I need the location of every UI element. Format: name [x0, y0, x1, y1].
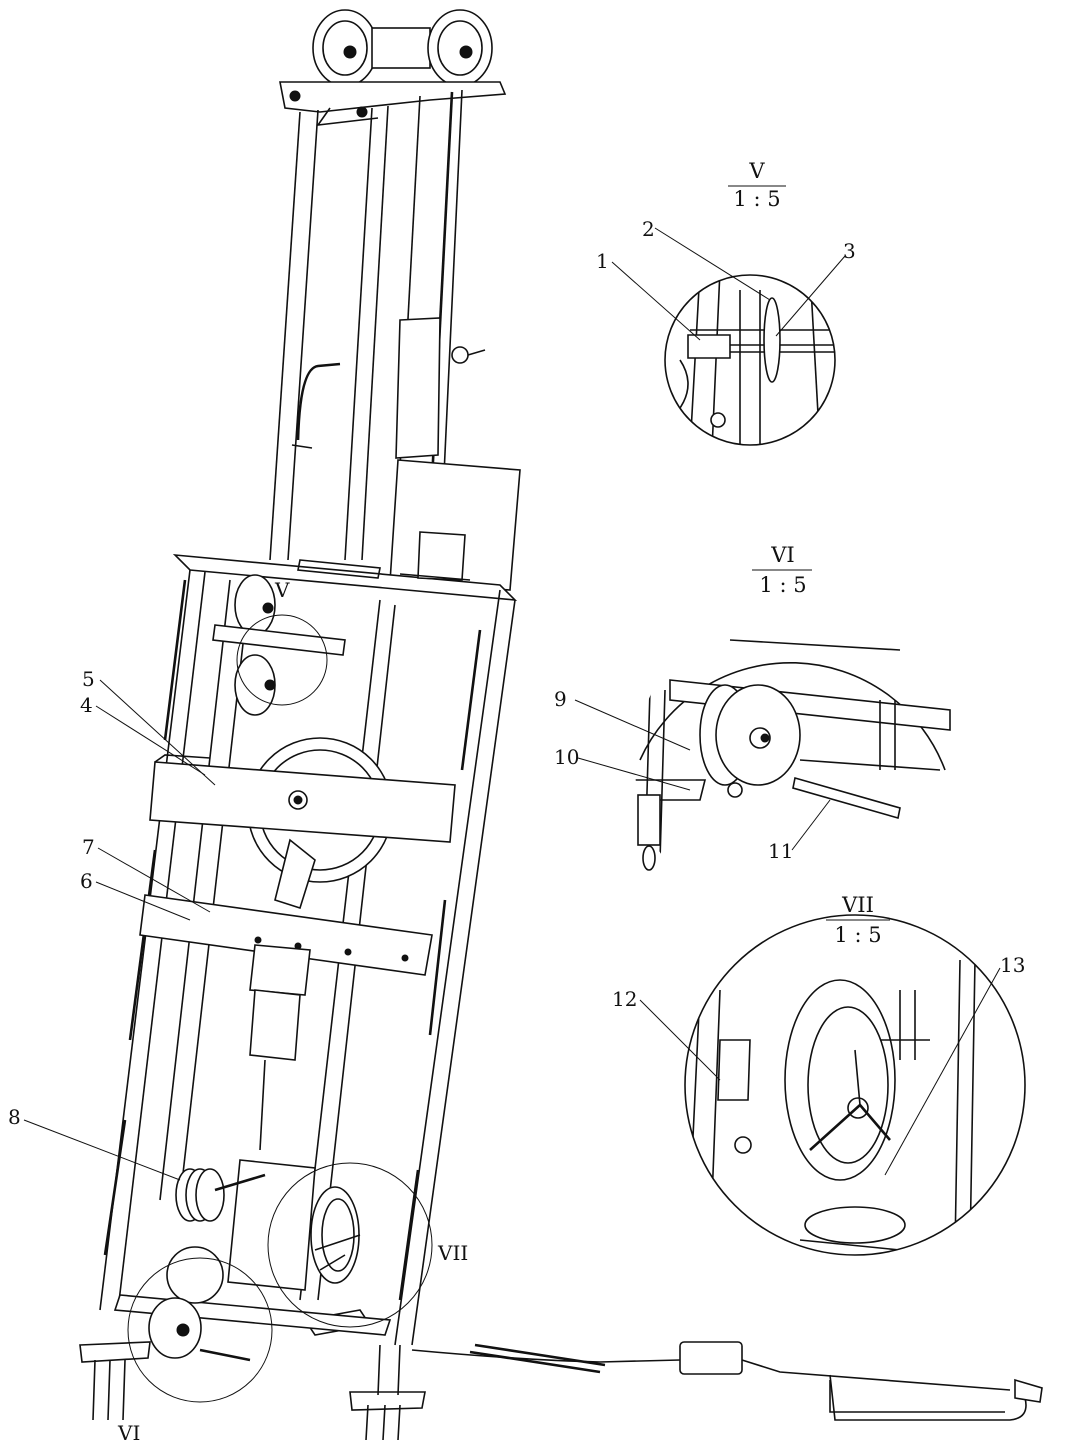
detail-vi-numeral: VI	[770, 543, 794, 567]
crossbeam-lower	[139, 894, 433, 976]
main-callouts: 5 4 7 6 8	[8, 667, 216, 1181]
callout-13: 13	[1000, 953, 1025, 977]
detail-vi-foot-post	[637, 794, 661, 846]
detail-circle-vi	[127, 1257, 273, 1403]
crossbeam-upper	[149, 754, 456, 843]
leader-7	[97, 847, 211, 913]
callout-3: 3	[843, 239, 856, 263]
leader-1	[611, 261, 701, 341]
detail-vii-scale: 1 : 5	[834, 923, 881, 947]
detail-v-content	[669, 275, 835, 445]
detail-vii-numeral: VII	[841, 893, 874, 917]
lower-pulley-stack	[175, 1168, 266, 1222]
power-cable	[411, 1341, 1043, 1421]
callout-1: 1	[596, 249, 609, 273]
leader-10	[577, 757, 691, 791]
leader-8	[23, 1119, 181, 1181]
leader-2	[654, 227, 771, 301]
motor-assembly	[227, 944, 316, 1291]
main-assembly	[79, 9, 1043, 1441]
callout-6: 6	[80, 869, 93, 893]
marker-vi: VI	[117, 1421, 140, 1445]
mast	[269, 89, 521, 591]
detail-vi-foot-tip	[642, 845, 656, 871]
detail-circle-vii	[267, 1162, 433, 1328]
leader-4	[95, 705, 206, 776]
leader-3	[775, 255, 846, 337]
leader-6	[95, 881, 191, 921]
leader-13	[884, 967, 1001, 1176]
callout-12: 12	[612, 987, 637, 1011]
leader-12	[639, 999, 721, 1081]
detail-vi-handle	[792, 776, 901, 820]
leader-11	[791, 799, 831, 851]
top-pulley-assembly	[279, 9, 507, 118]
detail-view-vi: VI 1 : 5 9 10 11	[554, 543, 951, 871]
detail-vi-scale: 1 : 5	[759, 573, 806, 597]
marker-vii: VII	[437, 1241, 468, 1265]
callout-8: 8	[8, 1105, 21, 1129]
callout-2: 2	[642, 217, 655, 241]
base	[79, 1246, 426, 1441]
detail-vii-circle	[684, 914, 1026, 1256]
detail-v-scale: 1 : 5	[733, 187, 780, 211]
leader-9	[574, 699, 691, 751]
callout-5: 5	[82, 667, 95, 691]
detail-vii-content	[689, 959, 976, 1255]
detail-v-numeral: V	[748, 159, 765, 183]
callout-7: 7	[82, 835, 95, 859]
detail-circle-v	[236, 614, 328, 706]
marker-v: V	[274, 578, 290, 602]
detail-vi-content	[635, 639, 951, 861]
callout-10: 10	[554, 745, 579, 769]
detail-v-circle	[664, 274, 836, 446]
callout-11: 11	[768, 839, 793, 863]
frame	[99, 569, 516, 1346]
callout-4: 4	[80, 693, 93, 717]
detail-view-vii: VII 1 : 5 12 13	[612, 893, 1026, 1256]
leader-5	[99, 679, 216, 786]
detail-view-v: V 1 : 5 1 2 3	[596, 159, 856, 446]
callout-9: 9	[554, 687, 567, 711]
